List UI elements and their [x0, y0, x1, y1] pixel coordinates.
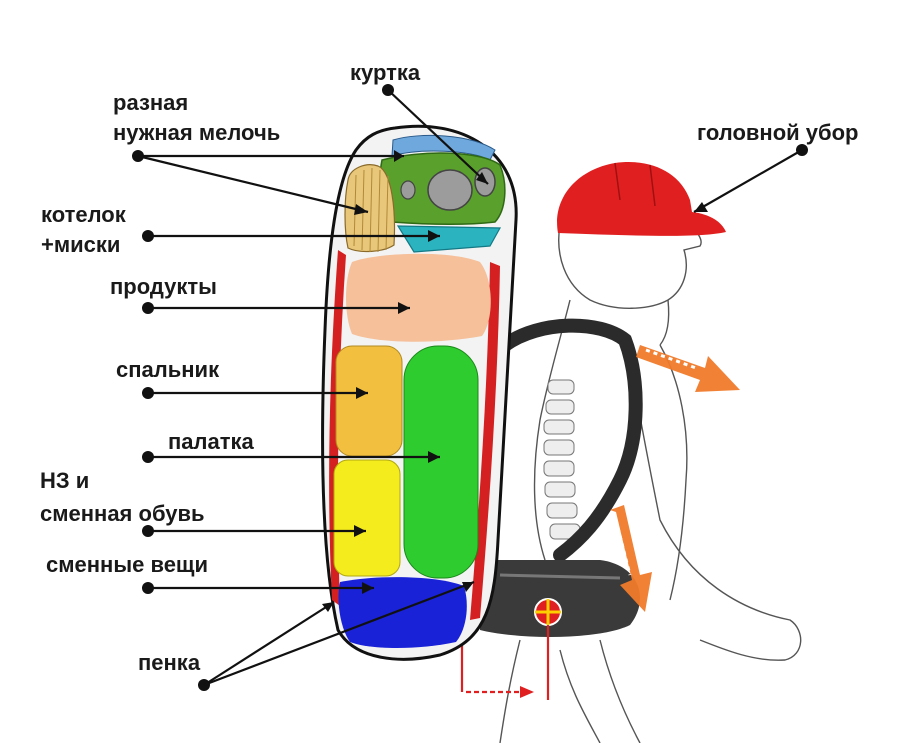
reserve-block [333, 459, 401, 577]
backpack [321, 124, 518, 661]
hip-belt [480, 560, 640, 637]
label-sleeping-bag: спальник [116, 357, 220, 382]
clothes-block [338, 577, 467, 648]
tent-block [403, 345, 479, 579]
hiker-figure [460, 224, 802, 743]
label-jacket: куртка [350, 60, 421, 85]
label-reserve-line2: сменная обувь [40, 501, 205, 526]
label-reserve-line1: НЗ и [40, 468, 89, 493]
leader-lines [132, 84, 808, 691]
shoulder-strap [498, 318, 643, 562]
load-arrow-hip [610, 505, 652, 612]
spine [543, 379, 581, 540]
label-small-items-line1: разная [113, 90, 188, 115]
label-food: продукты [110, 274, 217, 299]
label-clothes: сменные вещи [46, 552, 208, 577]
cap-icon [557, 162, 726, 236]
jacket-block [379, 152, 506, 226]
label-headwear: головной убор [697, 120, 858, 145]
bowls-block [396, 225, 502, 253]
labels: куртка разная нужная мелочь головной убо… [40, 60, 858, 675]
label-pot-line1: котелок [41, 202, 127, 227]
label-small-items-line2: нужная мелочь [113, 120, 280, 145]
sleeping-bag-block [335, 345, 403, 457]
load-arrow-shoulder [636, 345, 740, 392]
food-block [346, 253, 491, 342]
center-of-gravity-icon [534, 598, 562, 626]
label-tent: палатка [168, 429, 255, 454]
label-pot-line2: +миски [41, 232, 120, 257]
label-mat: пенка [138, 650, 201, 675]
